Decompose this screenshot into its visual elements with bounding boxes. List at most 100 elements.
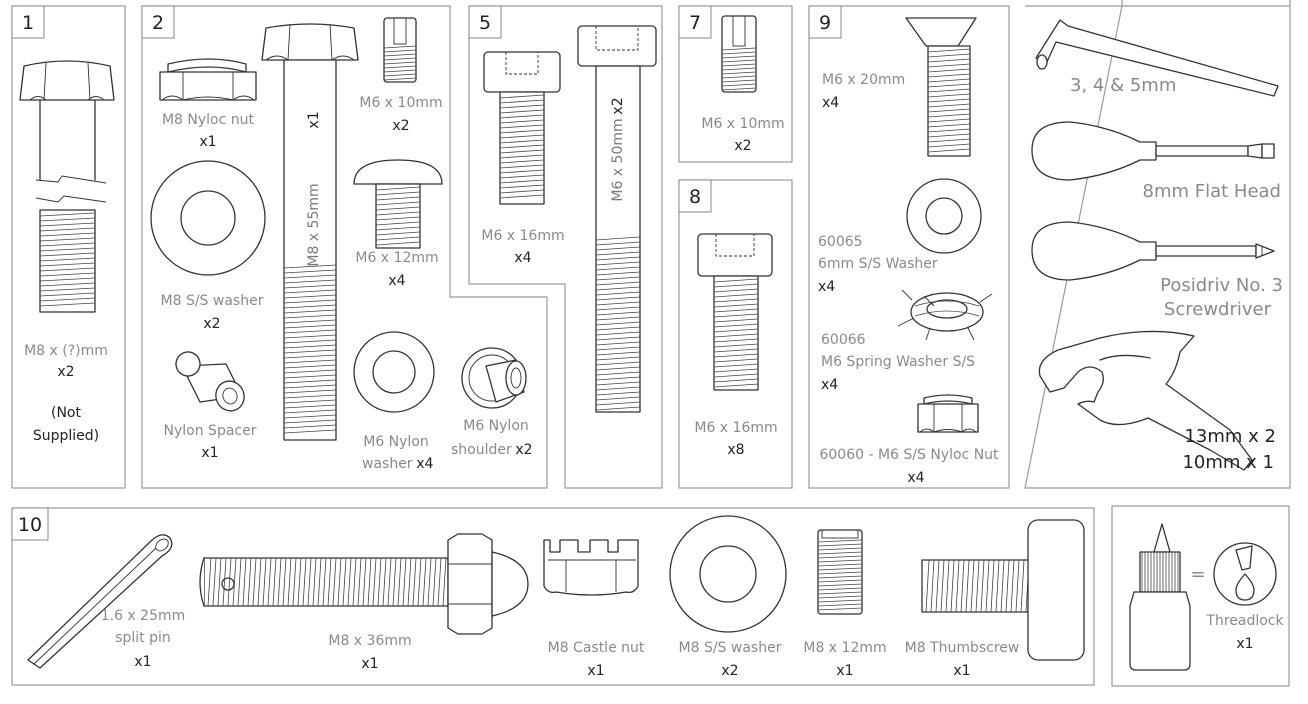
flat-head-label: 8mm Flat Head bbox=[1143, 181, 1281, 202]
m8-washer-icon bbox=[150, 160, 266, 276]
section-1-number-box bbox=[11, 5, 45, 39]
m6x16-cap-screw-s8-icon bbox=[697, 233, 773, 391]
csk-qty: x4 bbox=[822, 95, 839, 111]
threadlock-qty: x1 bbox=[1236, 636, 1253, 652]
threadlock-drop-icon bbox=[1213, 542, 1277, 606]
threadlock-label: Threadlock bbox=[1205, 613, 1284, 629]
flat-head-screwdriver-icon bbox=[1031, 121, 1275, 181]
m8x55-bolt-qty: x1 bbox=[306, 111, 322, 128]
m6x10-grub-screw-s7-icon bbox=[721, 15, 757, 93]
nylon-spacer-qty: x1 bbox=[201, 445, 218, 461]
thumbscrew-qty: x1 bbox=[953, 663, 970, 679]
section-5-number-box bbox=[468, 5, 502, 39]
m6x12-button-head-screw-icon bbox=[353, 159, 443, 249]
m6x10-grub-label: M6 x 10mm bbox=[359, 95, 442, 111]
spanner-label-line2: 10mm x 1 bbox=[1182, 452, 1274, 473]
section-10-frame bbox=[11, 507, 1095, 686]
spanner-icon bbox=[1038, 330, 1253, 471]
6mm-washer-icon bbox=[906, 178, 982, 254]
section-7-frame bbox=[678, 5, 793, 163]
section-5: 5 M6 x 16mm x4 M6 x 50mm x2 bbox=[468, 5, 663, 489]
threadlock-bottle-icon bbox=[1129, 523, 1191, 671]
washer-label: 6mm S/S Washer bbox=[818, 256, 938, 272]
posidriv-label-line1: Posidriv No. 3 bbox=[1160, 275, 1283, 296]
castle-nut-qty: x1 bbox=[587, 663, 604, 679]
m6x12-button-label: M6 x 12mm bbox=[355, 250, 438, 266]
m8-bolt-not-supplied-icon bbox=[19, 60, 115, 313]
section-8-qty: x8 bbox=[727, 442, 744, 458]
washer-qty: x4 bbox=[818, 279, 835, 295]
m8x36-bolt-icon bbox=[199, 533, 529, 635]
section-9-frame bbox=[808, 5, 1010, 489]
section-5-number: 5 bbox=[479, 12, 491, 34]
m8-washer-s10-label: M8 S/S washer bbox=[679, 640, 782, 656]
csk-label: M6 x 20mm bbox=[822, 72, 905, 88]
split-pin-label-line2: split pin bbox=[115, 630, 171, 646]
castle-nut-label: M8 Castle nut bbox=[548, 640, 645, 656]
m8-thumbscrew-icon bbox=[921, 519, 1085, 661]
tools-frame bbox=[1024, 0, 1291, 489]
section-8-number: 8 bbox=[689, 186, 701, 208]
posidriv-screwdriver-icon bbox=[1031, 221, 1275, 281]
spring-code: 60066 bbox=[821, 332, 866, 348]
m8x12-grub-label: M8 x 12mm bbox=[803, 640, 886, 656]
m6x16-cap-qty: x4 bbox=[514, 250, 531, 266]
posidriv-label-line2: Screwdriver bbox=[1164, 299, 1272, 320]
washer-code: 60065 bbox=[818, 234, 863, 250]
section-2-number-box bbox=[141, 5, 175, 39]
section-2: 2 M8 Nyloc nut x1 M8 S/S washer x2 Nylon… bbox=[141, 5, 548, 489]
section-1: 1 M8 x (?)mm x2 (Not Supplied) bbox=[11, 5, 126, 489]
nylon-shoulder-label-line1: M6 Nylon bbox=[463, 418, 529, 434]
m8-nyloc-nut-icon bbox=[159, 58, 257, 101]
nut-label: 60060 - M6 S/S Nyloc Nut bbox=[819, 447, 999, 463]
section-2-frame bbox=[141, 5, 548, 489]
nyloc-nut-qty: x1 bbox=[199, 134, 216, 150]
m6-nyloc-nut-icon bbox=[917, 394, 979, 433]
section-7-number-box bbox=[678, 5, 712, 39]
section-1-label: M8 x (?)mm bbox=[24, 343, 108, 359]
m6-nylon-washer-icon bbox=[353, 331, 435, 413]
m6x16-cap-screw-icon bbox=[483, 51, 561, 205]
section-1-qty: x2 bbox=[57, 364, 74, 380]
section-10: 10 1.6 x 25mm split pin x1 M8 x 36mm x1 … bbox=[11, 507, 1095, 686]
threadlock-equals: = bbox=[1190, 564, 1205, 585]
m8x36-bolt-qty: x1 bbox=[361, 656, 378, 672]
section-1-frame bbox=[11, 5, 126, 489]
section-8-frame bbox=[678, 179, 793, 489]
m6x50-cap-qty: x2 bbox=[610, 97, 626, 114]
m6x10-grub-qty: x2 bbox=[392, 118, 409, 134]
section-7: 7 M6 x 10mm x2 bbox=[678, 5, 793, 163]
section-10-number-box bbox=[11, 507, 49, 541]
m8-washer-label: M8 S/S washer bbox=[161, 293, 264, 309]
tools-section: 3, 4 & 5mm 8mm Flat Head Posidriv No. 3 … bbox=[1024, 0, 1291, 489]
m6-nylon-shoulder-icon bbox=[461, 347, 527, 409]
m6x12-button-qty: x4 bbox=[388, 273, 405, 289]
section-5-frame bbox=[468, 5, 663, 489]
nylon-washer-label-line2-text: washer bbox=[362, 456, 413, 472]
m6x50-cap-screw-icon bbox=[577, 25, 657, 413]
section-7-label: M6 x 10mm bbox=[701, 116, 784, 132]
m6x20-countersunk-screw-icon bbox=[905, 17, 977, 157]
section-9-number: 9 bbox=[819, 12, 831, 34]
split-pin-icon bbox=[27, 534, 173, 669]
section-10-number: 10 bbox=[18, 514, 42, 536]
spring-washer-icon bbox=[897, 289, 993, 341]
m6x10-grub-screw-icon bbox=[383, 17, 417, 83]
section-9-number-box bbox=[808, 5, 842, 39]
split-pin-qty: x1 bbox=[134, 654, 151, 670]
nylon-spacer-icon bbox=[175, 351, 245, 412]
spring-qty: x4 bbox=[821, 377, 838, 393]
threadlock-frame bbox=[1111, 505, 1290, 687]
m8x12-grub-screw-icon bbox=[817, 529, 863, 615]
section-7-qty: x2 bbox=[734, 138, 751, 154]
m8x12-grub-qty: x1 bbox=[836, 663, 853, 679]
nylon-washer-qty: x4 bbox=[416, 456, 433, 472]
m8x36-bolt-label: M8 x 36mm bbox=[328, 633, 411, 649]
split-pin-label-line1: 1.6 x 25mm bbox=[101, 608, 186, 624]
section-9: 9 M6 x 20mm x4 60065 6mm S/S Washer x4 6… bbox=[808, 5, 1010, 489]
m6x50-cap-label: M6 x 50mm bbox=[610, 118, 626, 201]
spanner-label-line1: 13mm x 2 bbox=[1184, 426, 1276, 447]
